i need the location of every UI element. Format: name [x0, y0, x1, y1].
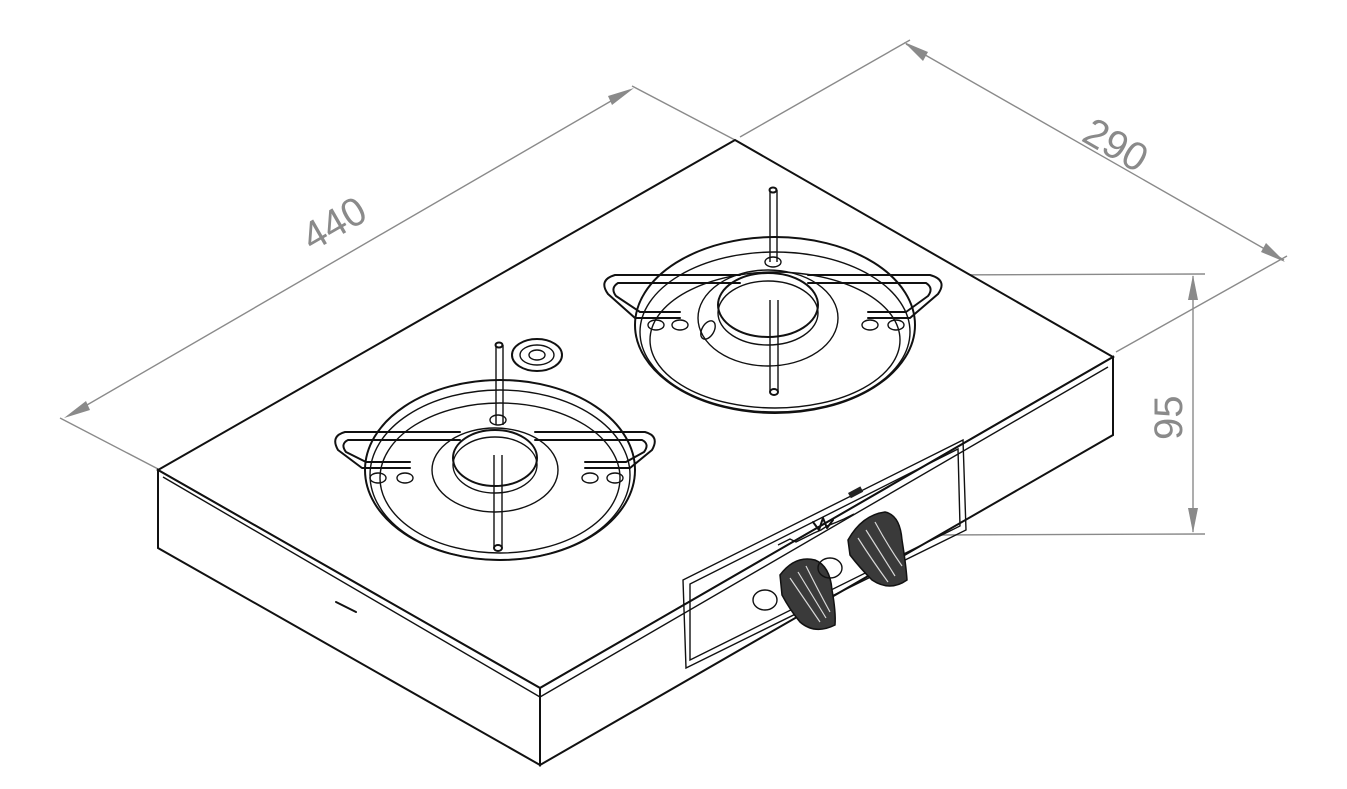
dimension-height-label: 95 [1147, 396, 1191, 441]
grate-right [603, 186, 943, 396]
dimension-length-label: 440 [295, 188, 375, 259]
igniter-ring [511, 338, 563, 372]
front-slot [335, 601, 357, 613]
knob-left[interactable] [752, 558, 836, 631]
dimension-depth-label: 290 [1076, 110, 1156, 181]
control-panel [682, 438, 967, 670]
brand-logo [777, 486, 864, 546]
grate-left [334, 341, 656, 552]
burner-right [603, 186, 943, 414]
knob-right[interactable] [817, 511, 908, 587]
dimension-height: 95 [924, 273, 1206, 536]
burner-left [334, 341, 656, 561]
